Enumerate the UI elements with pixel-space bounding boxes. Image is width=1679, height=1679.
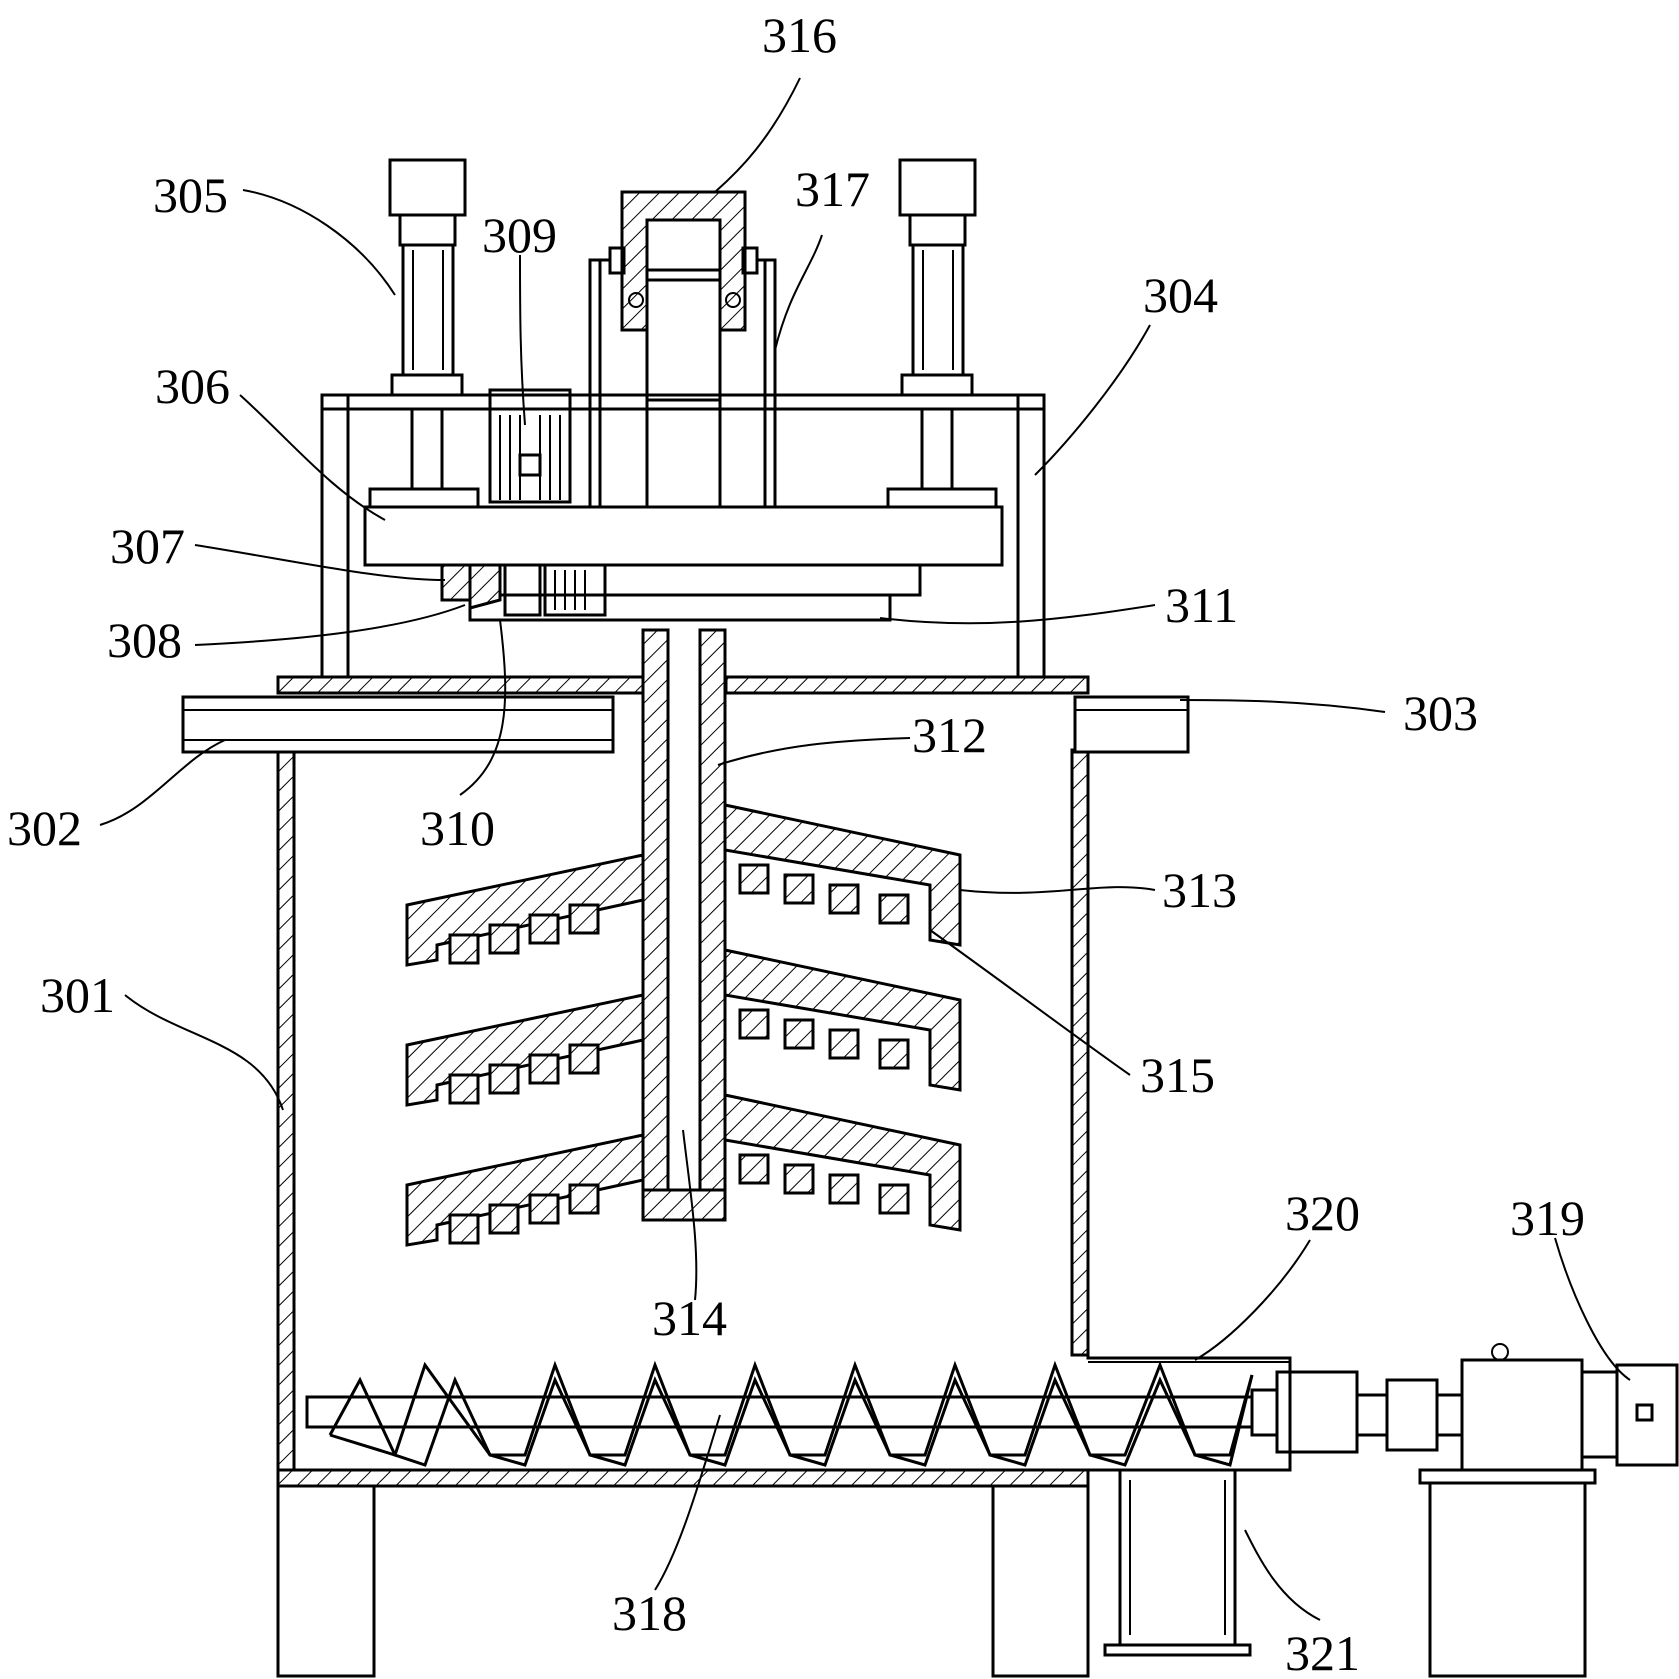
rotary-joint — [588, 190, 777, 507]
tank-body — [276, 675, 1090, 1678]
stirring-blades-left — [405, 853, 645, 1247]
discharge-housing — [1086, 1355, 1292, 1472]
inlet-pipe-right — [1073, 695, 1190, 754]
screw-conveyor — [305, 1360, 1254, 1467]
label-319: 319 — [1510, 1190, 1585, 1246]
lift-cylinder-right — [886, 158, 998, 509]
label-306: 306 — [155, 358, 230, 414]
label-301: 301 — [40, 967, 115, 1023]
label-302: 302 — [7, 800, 82, 856]
discharge-outlet — [1103, 1468, 1252, 1657]
label-318: 318 — [612, 1585, 687, 1641]
label-314: 314 — [652, 1290, 727, 1346]
part-labels: 316 317 305 309 304 306 307 308 311 303 … — [7, 7, 1585, 1679]
label-317: 317 — [795, 161, 870, 217]
inlet-pipe-left — [181, 695, 615, 754]
label-303: 303 — [1403, 685, 1478, 741]
leader-lines — [99, 77, 1631, 1621]
label-313: 313 — [1162, 862, 1237, 918]
label-308: 308 — [107, 612, 182, 668]
conveyor-drive — [1250, 1343, 1679, 1678]
label-320: 320 — [1285, 1185, 1360, 1241]
label-309: 309 — [482, 207, 557, 263]
stirring-motor — [488, 388, 572, 504]
label-304: 304 — [1143, 267, 1218, 323]
hollow-stirring-shaft — [641, 628, 727, 1222]
lifting-plate — [363, 505, 1004, 622]
gear-assembly — [440, 563, 607, 617]
label-316: 316 — [762, 7, 837, 63]
support-frame — [320, 393, 1046, 679]
label-307: 307 — [110, 518, 185, 574]
lift-cylinder-left — [368, 158, 480, 509]
label-311: 311 — [1165, 577, 1238, 633]
label-310: 310 — [420, 800, 495, 856]
label-305: 305 — [153, 167, 228, 223]
label-315: 315 — [1140, 1047, 1215, 1103]
stirring-blades-right — [723, 803, 962, 1232]
label-312: 312 — [912, 707, 987, 763]
label-321: 321 — [1285, 1625, 1360, 1679]
